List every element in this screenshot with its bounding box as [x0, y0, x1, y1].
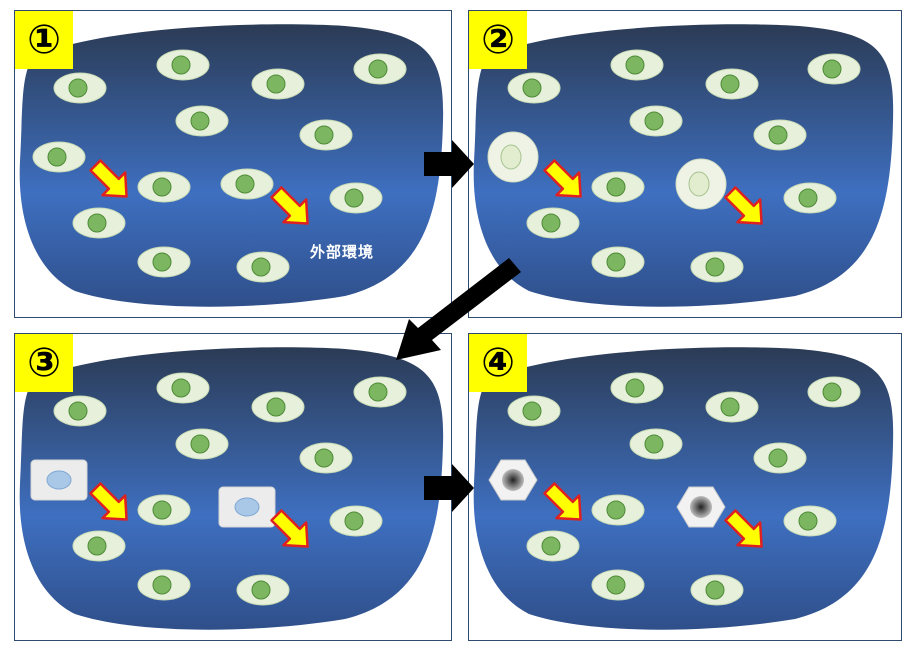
panel-2: ②	[468, 10, 902, 318]
cell	[353, 53, 407, 85]
highlight-arrow-icon	[724, 186, 763, 225]
panel-1: ① 外部環境	[14, 10, 452, 318]
cell	[690, 251, 744, 283]
cell	[236, 574, 290, 606]
cell	[705, 391, 759, 423]
cell	[629, 428, 683, 460]
diagonal-arrow-icon	[396, 258, 521, 360]
cell	[175, 105, 229, 137]
cell	[251, 68, 305, 100]
environment-blob	[473, 24, 894, 307]
cell	[299, 442, 353, 474]
cell	[591, 246, 645, 278]
cell	[807, 376, 861, 408]
highlight-arrow-icon	[270, 509, 309, 548]
highlight-arrow-icon	[543, 482, 582, 521]
cell	[783, 182, 837, 214]
cell	[137, 494, 191, 526]
cell	[329, 505, 383, 537]
cell	[156, 49, 210, 81]
step-badge: ②	[469, 11, 527, 69]
cell	[137, 569, 191, 601]
cell	[753, 442, 807, 474]
cell	[705, 68, 759, 100]
environment-blob	[19, 24, 444, 307]
target-cell-flattened	[218, 486, 276, 528]
environment-blob	[473, 347, 894, 630]
cell	[591, 569, 645, 601]
step-badge: ①	[15, 11, 73, 69]
step-badge: ③	[15, 334, 73, 392]
right-arrow-icon	[424, 464, 474, 512]
highlight-arrow-icon	[543, 159, 582, 198]
environment-label: 外部環境	[310, 243, 375, 261]
target-cell-hexagonal	[488, 459, 538, 501]
highlight-arrow-icon	[270, 186, 309, 225]
cell	[353, 376, 407, 408]
cell	[783, 505, 837, 537]
cell	[251, 391, 305, 423]
cell	[690, 574, 744, 606]
environment-blob	[19, 347, 444, 630]
cell	[526, 207, 580, 239]
cell	[591, 171, 645, 203]
panel-3: ③	[14, 333, 452, 641]
cell	[137, 246, 191, 278]
target-cell-normal	[220, 168, 274, 200]
cell	[807, 53, 861, 85]
cell	[610, 372, 664, 404]
highlight-arrow-icon	[724, 509, 763, 548]
step-badge: ④	[469, 334, 527, 392]
highlight-arrow-icon	[89, 159, 128, 198]
cell	[72, 207, 126, 239]
highlight-arrow-icon	[89, 482, 128, 521]
cell	[753, 119, 807, 151]
cell	[610, 49, 664, 81]
cell	[53, 395, 107, 427]
cell	[137, 171, 191, 203]
cell	[629, 105, 683, 137]
cell	[507, 72, 561, 104]
cell	[526, 530, 580, 562]
cell	[507, 395, 561, 427]
target-cell-hexagonal	[676, 486, 726, 528]
target-cell-swollen	[675, 158, 727, 210]
target-cell-flattened	[30, 459, 88, 501]
right-arrow-icon	[424, 140, 474, 188]
panel-4: ④	[468, 333, 902, 641]
cell	[329, 182, 383, 214]
cell	[591, 494, 645, 526]
cell	[53, 72, 107, 104]
cell	[299, 119, 353, 151]
cell	[236, 251, 290, 283]
cell	[72, 530, 126, 562]
cell	[175, 428, 229, 460]
target-cell-normal	[32, 141, 86, 173]
target-cell-swollen	[487, 131, 539, 183]
cell	[156, 372, 210, 404]
